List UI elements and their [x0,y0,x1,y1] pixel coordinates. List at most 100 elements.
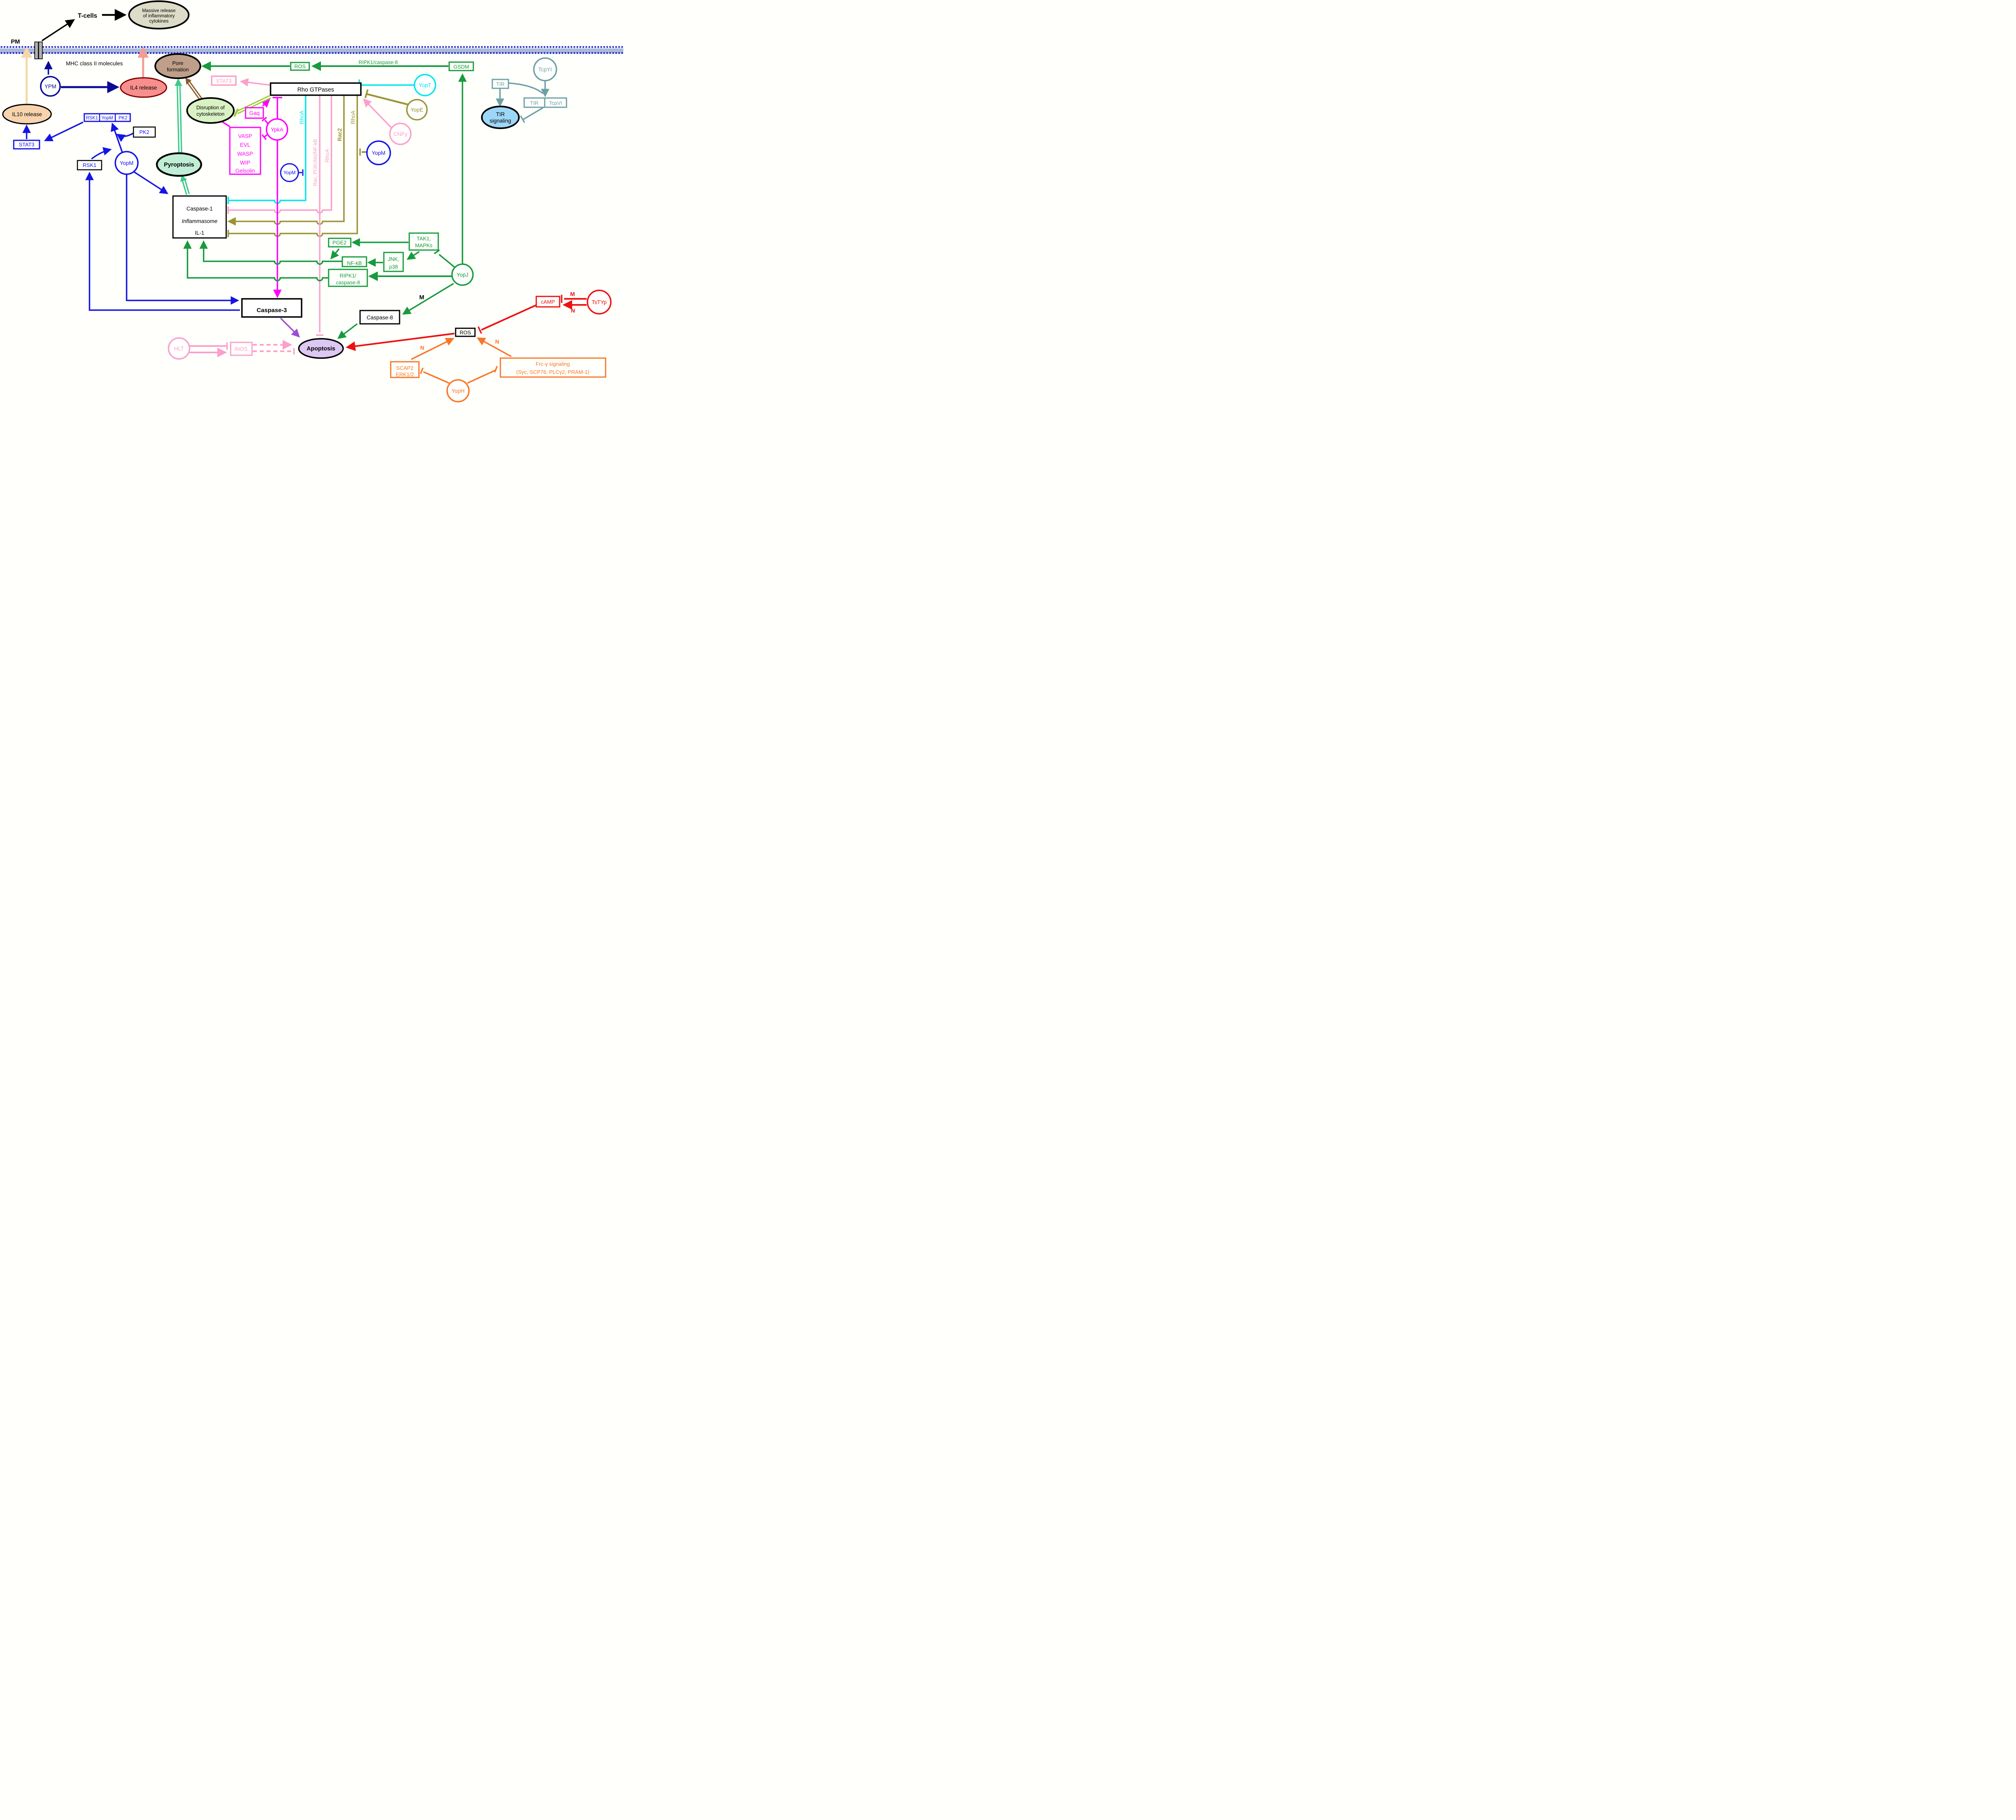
edge-camp-ros [481,304,536,331]
label-pm: PM [11,38,20,45]
label-nfkb: NF-kB [347,260,362,266]
label-pge2: PGE2 [333,240,347,246]
label-il10: IL10 release [12,111,42,117]
node-pyroptosis [156,152,202,177]
label-inos: iNOS [235,346,248,352]
edge-rsk1-join [91,147,112,160]
arrowhead-disruption-pore [185,78,192,85]
label-yopm-big: YopM [120,160,133,166]
label-n-red: N [571,307,575,314]
node-yopj [451,263,474,286]
tbar-tirtcpvi-tirsignaling [520,115,525,123]
label-stat3-pink: STAT3 [216,78,232,84]
edge-yopm-to-caspase1 [133,171,169,194]
edge-ripk1-to-caspase1 [183,240,329,281]
label-rsk1: RSK1 [83,162,96,168]
label-caspase8: Caspase-8 [367,315,393,321]
node-vasp-list [229,127,261,175]
label-tir-signaling-2: signaling [489,118,511,124]
edge-yopm-to-caspase3 [126,174,240,305]
label-frc-1: Frc-γ signaling [536,361,570,367]
label-complex-pk2: PK2 [119,116,127,121]
label-tir2: TIR [530,100,539,106]
arrowhead-pyroptosis-pore [175,78,182,86]
label-evl: EVL [240,142,250,148]
edge-yoph-frc [467,369,496,384]
label-pore-2: formation [167,67,189,73]
label-frc-2: (Syc, SCP76, PLCγ2, PRAM-1) [516,369,589,375]
label-caspase1: Caspase-1 [186,206,212,212]
label-vasp: VASP [238,133,252,139]
label-il1: IL-1 [195,230,204,236]
label-yoph: YopH [452,388,465,394]
node-tir-signaling [481,106,520,129]
node-massive-release [128,0,190,29]
edge-yoph-scap2 [423,371,450,384]
node-cnfy [389,123,412,145]
label-massive-2: of inflammatory [143,14,175,19]
edge-gaq-to-rho [261,99,271,108]
edge-pge2-join [330,248,340,260]
node-il4-release [120,77,167,98]
node-ripk1-caspase8 [328,269,368,287]
node-pk2 [133,126,156,138]
node-rsk1 [77,160,102,171]
diagram-canvas: PM MHC class II molecules T-cells Massiv… [0,0,623,402]
edge-rac2-to-caspase1 [227,95,345,226]
edge-rhoa-olive-to-caspase1 [229,95,358,237]
edge-tak1-to-jnk [406,251,420,260]
edge-rhoa-pink-to-caspase1 [229,95,332,214]
edge-caspase3-rsk1-link [85,171,240,311]
node-apoptosis [298,338,344,359]
label-rhoa-pink: RhoA [324,149,330,163]
edge-ypka-vasp [263,133,269,138]
label-rac2: Rac2 [337,128,343,141]
edge-pk2-join [116,132,134,142]
label-n-left: N [420,344,424,351]
label-rac-pi3k: Rac, PI3K/Akt/NF-kB [312,139,318,186]
node-jnk-p38 [383,252,404,272]
label-jnk: JNK, [388,256,399,262]
edge-nfkb-to-caspase1 [199,240,342,265]
label-cnfy: CNFy [394,131,408,137]
node-frc-signaling [500,357,606,378]
node-caspase8 [359,310,400,325]
label-gaq: Gaq [249,110,260,116]
node-yopm-mid [366,140,391,165]
tbar-yope-rho [364,89,369,98]
label-yope: YopE [410,107,423,113]
edge-yopj-tak1 [438,254,456,268]
label-inflammasome: Inflammasome [182,218,218,224]
edge-caspase1-pyroptosis-inner [183,180,189,195]
edge-rho-disruption-inner [237,96,271,113]
edge-scap2-to-ros [411,338,454,360]
tbar-ypka-vasp [261,134,267,140]
label-erk12: ERK1/2 [396,371,414,377]
label-stat3-blue: STAT3 [19,142,35,148]
plasma-membrane [0,45,623,55]
label-complex-yopm: YopM [102,116,113,121]
label-ros-green: ROS [294,63,306,69]
label-pk2: PK2 [140,129,150,135]
edge-tir-join [508,82,544,94]
node-tir [492,79,509,89]
nodes [2,0,612,402]
label-tcpvi: TcpVI [549,100,562,106]
label-hlt: HLT [174,346,184,352]
node-yoph [446,379,470,402]
label-tcells: T-cells [78,13,97,19]
node-tak1-mapks [408,232,439,251]
label-wasp: WASP [237,151,253,157]
label-gelsolin: Gelsolin [235,168,255,174]
node-disruption-cytoskeleton [186,97,235,124]
tbar-rho-disruption [233,108,239,117]
label-tcpyi: TcpYI [538,67,552,73]
label-apoptosis: Apoptosis [307,346,335,352]
node-scap2-erk12 [390,361,420,378]
edge-pyroptosis-pore-inner [178,85,181,153]
label-rhoa-cyan: RhoA [299,110,305,124]
node-il10-release [2,104,52,125]
label-yopj: YopJ [456,272,469,278]
node-ypm [40,76,61,97]
label-yopt: YopT [419,82,431,88]
